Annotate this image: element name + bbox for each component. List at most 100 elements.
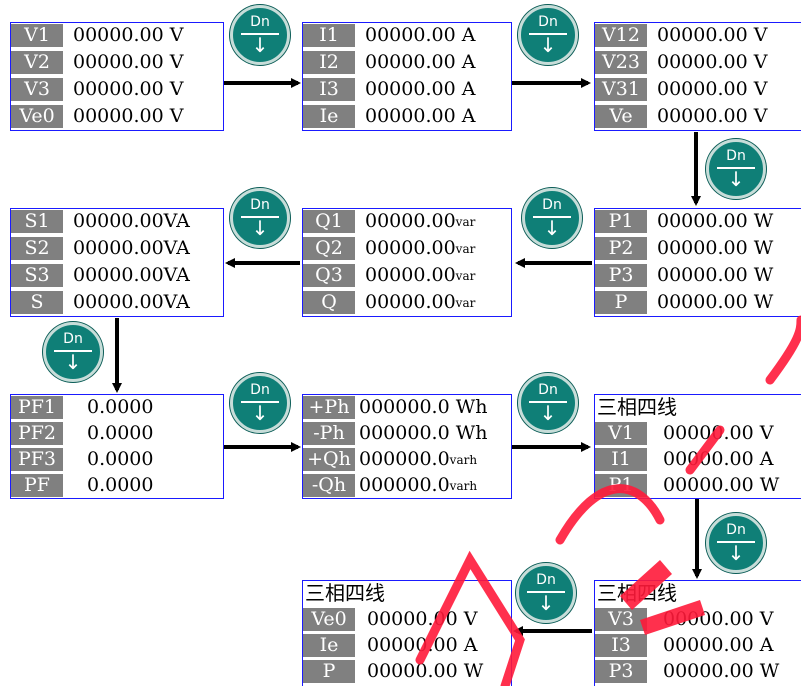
dn-button[interactable]: Dn ↓ — [516, 563, 576, 623]
row-value: 00000.00 V — [663, 422, 774, 444]
row-label: P — [303, 660, 355, 683]
row-value: 0.0000 — [87, 474, 154, 496]
row-value: 000000.0 Wh — [359, 396, 488, 418]
row-label: V1 — [595, 422, 647, 445]
row-label: +Ph — [303, 396, 355, 419]
screen-title: 三相四线 — [597, 581, 677, 605]
row-value: 00000.00VA — [73, 291, 190, 313]
dn-button[interactable]: Dn ↓ — [518, 373, 578, 433]
row-value: 00000.00 V — [73, 24, 184, 46]
row-label: Q — [303, 291, 355, 314]
row-label: P3 — [595, 660, 647, 683]
unit-var: var — [455, 214, 476, 229]
dn-label: Dn — [250, 197, 270, 213]
row-value: 00000.00 V — [657, 51, 768, 73]
dn-button[interactable]: Dn ↓ — [230, 188, 290, 248]
row-label: +Qh — [303, 448, 355, 471]
row-label: PF — [11, 474, 63, 497]
screen-title: 三相四线 — [597, 395, 677, 419]
row-label: P1 — [595, 210, 647, 233]
dn-button[interactable]: Dn↓ — [518, 5, 578, 65]
row-label: I1 — [303, 24, 355, 47]
row-value: 000000.0 — [359, 448, 450, 470]
row-label: PF1 — [11, 396, 63, 419]
down-arrow-icon: ↓ — [727, 541, 745, 565]
row-label: I1 — [595, 448, 647, 471]
screen-title: 三相四线 — [305, 581, 385, 605]
row-label: Ie — [303, 634, 355, 657]
row-label: V12 — [595, 24, 647, 47]
dn-label: Dn — [536, 572, 556, 588]
row-value: 00000.00VA — [73, 237, 190, 259]
row-value: 00000.00 W — [657, 237, 774, 259]
dn-label: Dn — [250, 14, 270, 30]
dn-label: Dn — [250, 382, 270, 398]
dn-button[interactable]: Dn ↓ — [230, 5, 290, 65]
row-label: V23 — [595, 51, 647, 74]
row-label: V31 — [595, 78, 647, 101]
row-label: PF3 — [11, 448, 63, 471]
row-label: Ve — [595, 105, 647, 128]
down-arrow-icon: ↓ — [539, 33, 557, 57]
row-value: 00000.00 — [365, 237, 456, 259]
row-value: 00000.00 V — [367, 608, 478, 630]
row-label: I3 — [595, 634, 647, 657]
row-value: 00000.00 A — [365, 51, 476, 73]
down-arrow-icon: ↓ — [537, 591, 555, 615]
row-label: Q2 — [303, 237, 355, 260]
row-value: 00000.00 A — [663, 448, 774, 470]
row-label: V3 — [595, 608, 647, 631]
row-label: S1 — [11, 210, 63, 233]
row-value: 0.0000 — [87, 448, 154, 470]
row-value: 00000.00 W — [663, 660, 780, 682]
row-label: PF2 — [11, 422, 63, 445]
row-value: 00000.00VA — [73, 210, 190, 232]
row-label: -Qh — [303, 474, 355, 497]
row-label: V3 — [11, 78, 63, 101]
row-value: 000000.0 Wh — [359, 422, 488, 444]
row-value: 00000.00 V — [663, 608, 774, 630]
dn-label: Dn — [538, 382, 558, 398]
dn-label: Dn — [542, 197, 562, 213]
row-value: 00000.00 W — [663, 474, 780, 496]
row-value: 000000.0 — [359, 474, 450, 496]
dn-label: Dn — [726, 522, 746, 538]
row-value: 00000.00 W — [657, 264, 774, 286]
row-value: 00000.00 — [365, 264, 456, 286]
row-value: 00000.00 — [365, 291, 456, 313]
down-arrow-icon: ↓ — [64, 350, 82, 374]
row-value: 00000.00 V — [657, 78, 768, 100]
dn-button[interactable]: Dn↓ — [706, 139, 766, 199]
row-label: Ve0 — [303, 608, 355, 631]
row-label: V2 — [11, 51, 63, 74]
dn-button[interactable]: Dn↓ — [522, 188, 582, 248]
down-arrow-icon: ↓ — [727, 167, 745, 191]
screen-3p4w-total: 三相四线 Ve0 00000.00 V Ie 00000.00 A P 00000.0… — [302, 580, 512, 686]
dn-button[interactable]: Dn ↓ — [706, 513, 766, 573]
unit-varh: varh — [449, 452, 478, 467]
row-value: 00000.00 W — [367, 660, 484, 682]
dn-button[interactable]: Dn↓ — [230, 373, 290, 433]
row-value: 00000.00 A — [365, 78, 476, 100]
row-value: 00000.00 W — [657, 291, 774, 313]
unit-var: var — [455, 241, 476, 256]
row-value: 00000.00 A — [365, 105, 476, 127]
row-value: 00000.00 V — [73, 105, 184, 127]
down-arrow-icon: ↓ — [251, 216, 269, 240]
row-label: S — [11, 291, 63, 314]
row-label: Ie — [303, 105, 355, 128]
dn-button[interactable]: Dn↓ — [43, 322, 103, 382]
down-arrow-icon: ↓ — [251, 33, 269, 57]
row-value: 00000.00 — [365, 210, 456, 232]
down-arrow-icon: ↓ — [539, 401, 557, 425]
row-value: 00000.00 A — [365, 24, 476, 46]
row-value: 00000.00 A — [367, 634, 478, 656]
unit-var: var — [455, 268, 476, 283]
